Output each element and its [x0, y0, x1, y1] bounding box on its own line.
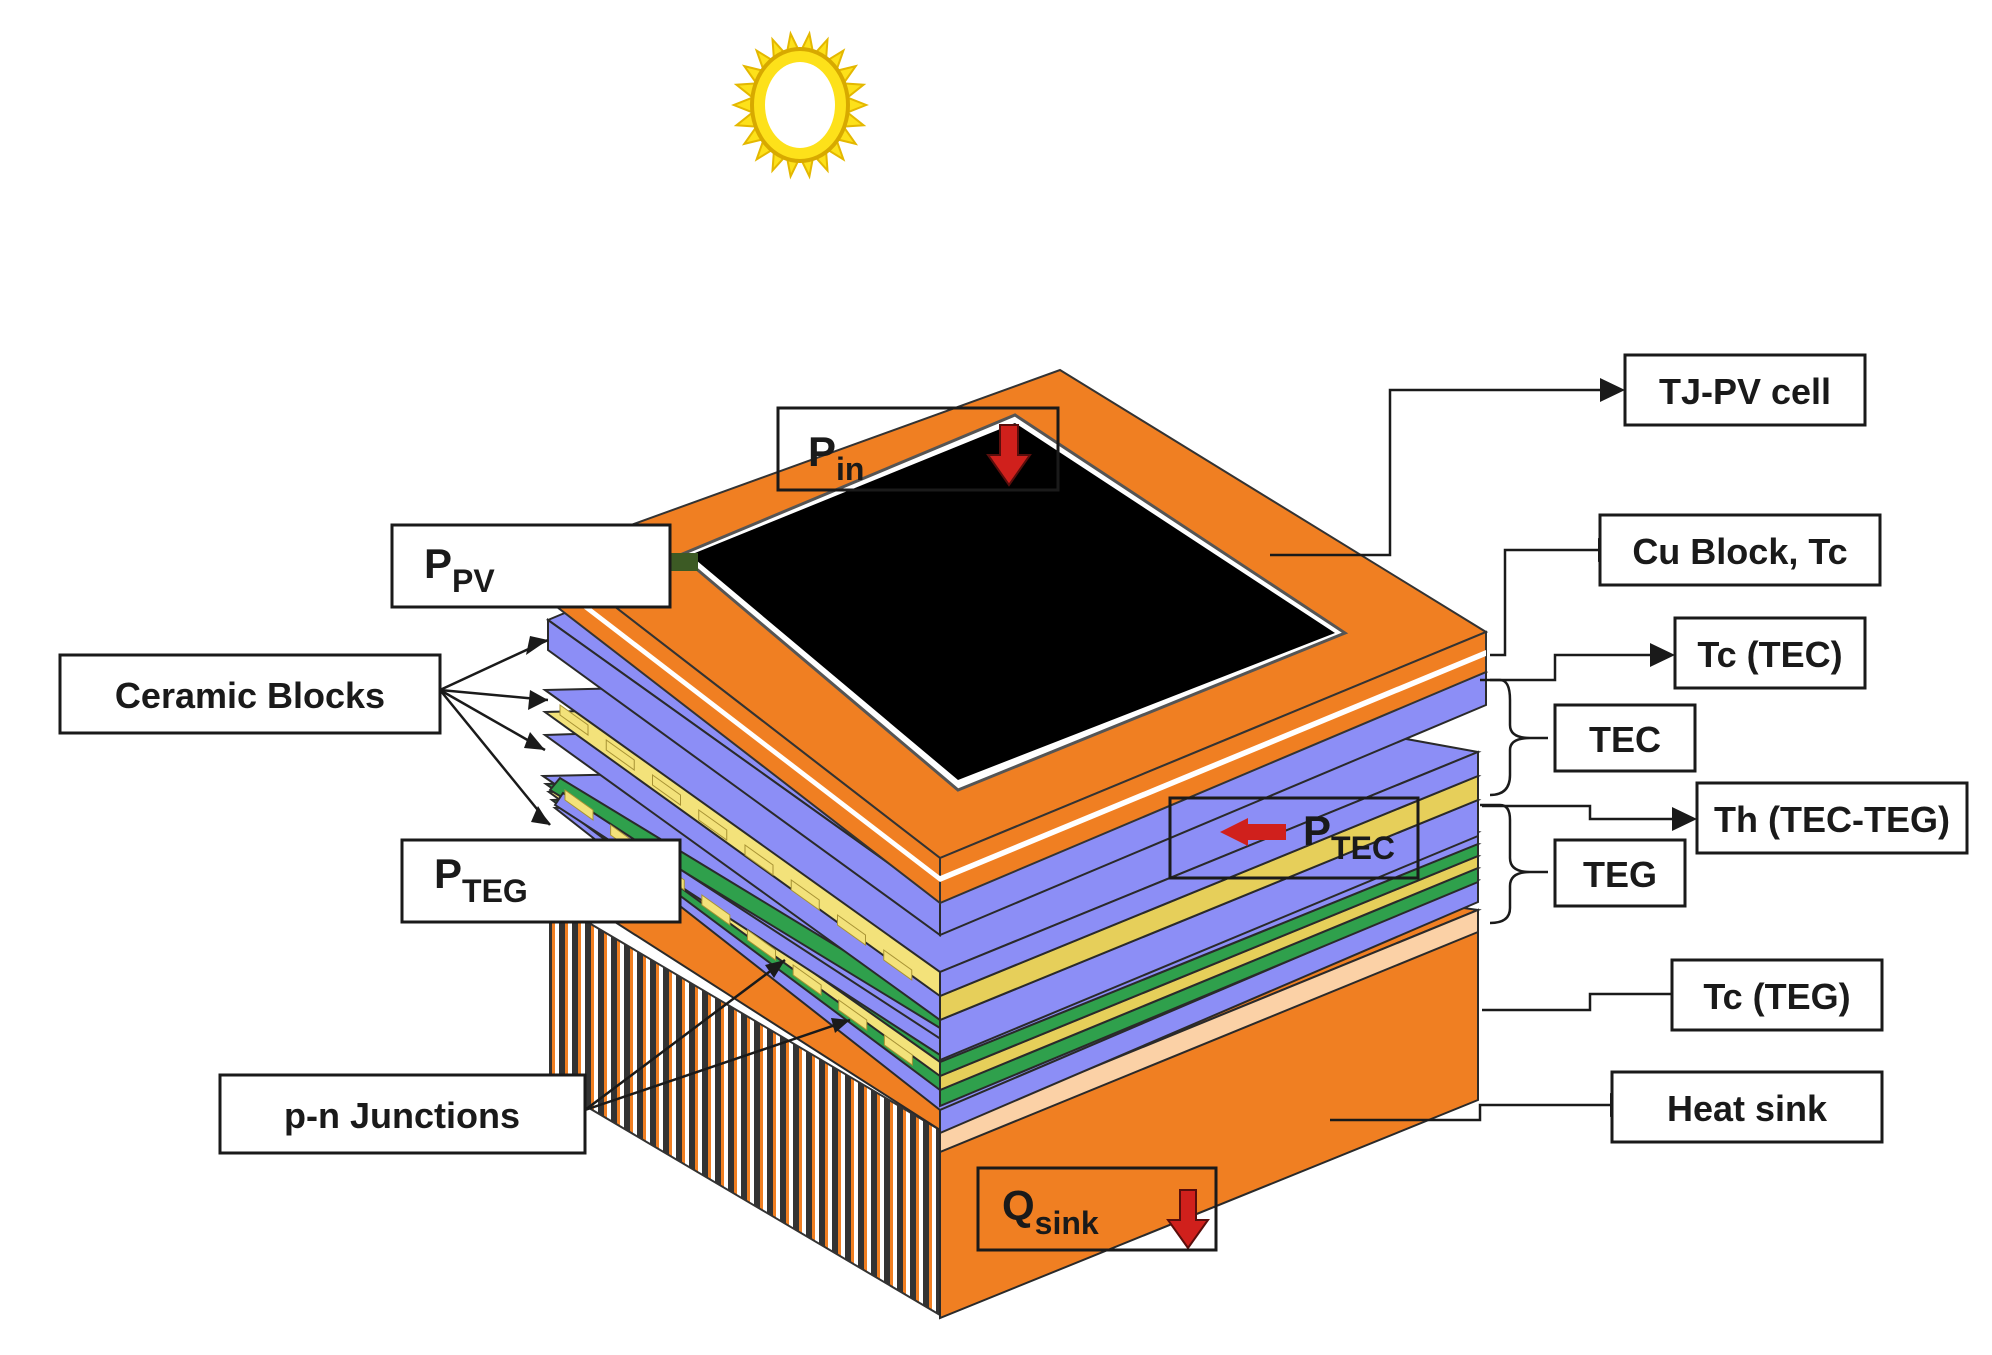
label-tc-tec: Tc (TEC)	[1673, 616, 1867, 690]
label-ceramic-blocks: Ceramic Blocks	[58, 653, 442, 735]
label-teg: TEG	[1553, 838, 1687, 908]
pn-junction-pad	[564, 789, 594, 821]
svg-text:TEC: TEC	[1589, 719, 1661, 760]
pn-junction-pad	[838, 999, 868, 1031]
svg-text:Ceramic Blocks: Ceramic Blocks	[115, 675, 385, 716]
pn-junction-pad	[701, 894, 731, 926]
q-sink-box	[976, 1166, 1218, 1252]
arrow-down-icon	[986, 424, 1032, 487]
pn-junction-pad	[698, 809, 728, 841]
svg-text:Heat sink: Heat sink	[1667, 1088, 1828, 1129]
p-teg-label: PTEG	[434, 850, 528, 909]
pn-junction-pad	[883, 949, 913, 981]
pn-junction-pad	[744, 844, 774, 876]
svg-text:Tc (TEG): Tc (TEG)	[1703, 976, 1850, 1017]
sun-icon	[731, 30, 869, 180]
svg-text:TJ-PV cell: TJ-PV cell	[1659, 371, 1831, 412]
pv-stack	[545, 368, 1489, 937]
label-tec: TEC	[1553, 703, 1697, 773]
q-sink-label: Qsink	[1002, 1182, 1099, 1241]
pn-junction-pad	[883, 1034, 913, 1066]
p-pv-label: PPV	[424, 540, 495, 599]
p-tec-label: PTEC	[1303, 807, 1395, 866]
label-pn-junctions: p-n Junctions	[218, 1073, 587, 1155]
p-in-label: Pin	[808, 428, 864, 487]
label-tc-teg: Tc (TEG)	[1670, 958, 1884, 1032]
pn-junction-pad	[559, 704, 589, 736]
svg-text:p-n Junctions: p-n Junctions	[284, 1095, 520, 1136]
pn-junction-pad	[790, 879, 820, 911]
arrow-left-icon	[1220, 818, 1286, 846]
label-cu-block: Cu Block, Tc	[1598, 513, 1882, 587]
label-th-tec-teg: Th (TEC-TEG)	[1695, 781, 1969, 855]
pn-junction-pad	[837, 914, 866, 946]
pn-junction-pad	[792, 964, 822, 996]
p-pv-box	[390, 523, 672, 609]
svg-text:Th (TEC-TEG): Th (TEC-TEG)	[1714, 799, 1950, 840]
pn-junction-pad	[747, 929, 776, 961]
label-heat-sink: Heat sink	[1610, 1070, 1884, 1144]
svg-text:Cu Block, Tc: Cu Block, Tc	[1632, 531, 1847, 572]
arrow-down-icon	[1166, 1189, 1210, 1250]
pn-junction-pad	[652, 774, 681, 806]
p-in-box	[776, 406, 1060, 492]
svg-text:TEG: TEG	[1583, 854, 1657, 895]
p-tec-box	[1168, 796, 1420, 880]
pn-junction-pad	[605, 739, 635, 771]
p-teg-box	[400, 838, 682, 924]
label-tj-pv-cell: TJ-PV cell	[1623, 353, 1867, 427]
svg-text:Tc (TEC): Tc (TEC)	[1697, 634, 1842, 675]
leader-lines	[439, 388, 1672, 1122]
